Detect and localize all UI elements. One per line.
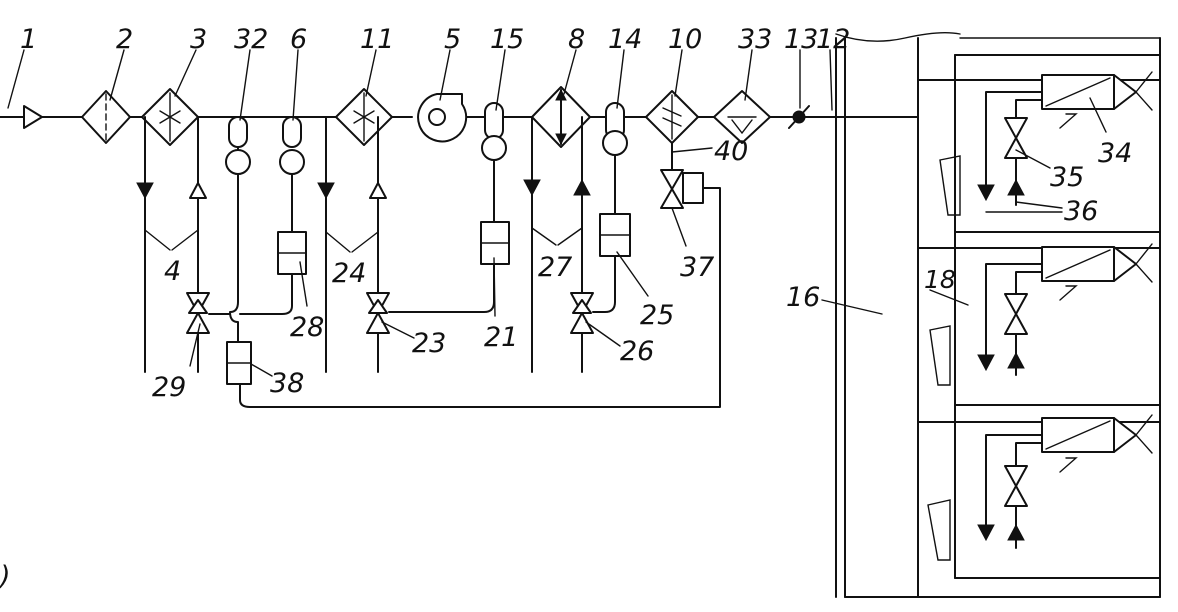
label-36: 36	[1064, 196, 1098, 227]
label-32: 32	[234, 24, 268, 55]
terminal-unit-2	[929, 243, 1153, 386]
heater-1-piping	[136, 116, 210, 373]
label-40: 40	[714, 136, 748, 167]
sensor-14-icon	[602, 102, 628, 156]
terminal-unit-3	[927, 414, 1153, 561]
control-lines	[208, 142, 721, 408]
room-walls	[835, 31, 1161, 598]
label-8: 8	[568, 24, 585, 55]
label-34: 34	[1098, 138, 1132, 169]
label-14: 14	[608, 24, 642, 55]
leader-lines	[7, 49, 1107, 377]
air-heater-1-icon	[141, 88, 199, 146]
cooler-piping	[523, 116, 594, 373]
label-37: 37	[680, 252, 714, 283]
air-filter-icon	[81, 90, 131, 144]
label-5: 5	[444, 24, 461, 55]
label-21: 21	[484, 322, 518, 353]
sensor-6-icon	[279, 116, 305, 175]
label-12: 12	[816, 24, 850, 55]
label-38: 38	[270, 368, 304, 399]
label-23: 23	[412, 328, 446, 359]
damper-icon	[788, 105, 810, 129]
label-15: 15	[490, 24, 524, 55]
label-25: 25	[640, 300, 674, 331]
label-3: 3	[190, 24, 207, 55]
label-33: 33	[738, 24, 772, 55]
fine-filter-icon	[713, 90, 771, 144]
label-26: 26	[620, 336, 654, 367]
terminal-unit-1	[939, 71, 1153, 216]
label-27: 27	[538, 252, 572, 283]
labels: 1 2 3 32 6 11 5 15 8 14 10 33 13 12 4 24…	[0, 24, 1132, 592]
label-24: 24	[332, 258, 366, 289]
label-11: 11	[360, 24, 394, 55]
label-1: 1	[20, 24, 37, 55]
label-18: 18	[924, 265, 956, 294]
label-16: 16	[786, 282, 820, 313]
label-2: 2	[116, 24, 133, 55]
heater-2-piping	[317, 116, 390, 373]
label-10: 10	[668, 24, 702, 55]
sensor-15-icon	[481, 102, 507, 161]
air-heater-2-icon	[335, 88, 393, 146]
air-intake-arrow-icon	[23, 105, 43, 129]
label-4: 4	[164, 256, 181, 287]
label-28: 28	[290, 312, 324, 343]
label-6: 6	[290, 24, 307, 55]
fan-icon	[417, 93, 468, 143]
air-heater-3-icon	[645, 90, 699, 144]
sensor-32-icon	[225, 116, 251, 175]
label-35: 35	[1050, 162, 1084, 193]
air-cooler-icon	[531, 86, 591, 148]
label-29: 29	[152, 372, 186, 403]
label-13: 13	[784, 24, 818, 55]
figure-mark: )	[0, 561, 11, 592]
